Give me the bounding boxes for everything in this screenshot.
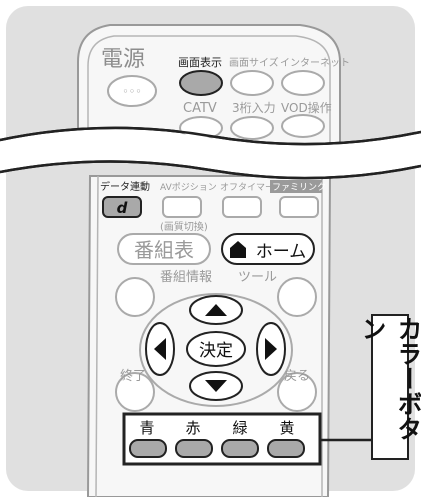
- power-button[interactable]: [107, 75, 157, 107]
- vod-button[interactable]: [281, 114, 325, 138]
- btn-label-off-timer: オフタイマー: [220, 182, 274, 193]
- data-label: データ連動: [100, 180, 150, 193]
- btn-label-catv: CATV: [183, 101, 217, 116]
- color-label-green: 緑: [232, 419, 247, 437]
- program-info-button[interactable]: [115, 277, 155, 317]
- familink-label-bg: [270, 180, 322, 193]
- btn-label-3digit: 3桁入力: [232, 101, 276, 115]
- screen-size-button[interactable]: [230, 70, 274, 96]
- data-button-d: d: [117, 199, 128, 217]
- screen-display-button[interactable]: [179, 70, 223, 96]
- red-button[interactable]: [175, 439, 213, 458]
- familink-button[interactable]: [279, 196, 319, 218]
- internet-button[interactable]: [281, 70, 325, 96]
- btn-label-screen-size: 画面サイズ: [229, 56, 279, 69]
- enter-label: 決定: [199, 341, 233, 361]
- back-label: 戻る: [284, 369, 310, 384]
- green-button[interactable]: [221, 439, 259, 458]
- color-label-blue: 青: [139, 419, 154, 437]
- color-label-yellow: 黄: [279, 419, 294, 437]
- arrow-left-icon: [154, 338, 166, 360]
- arrow-up-icon: [205, 304, 227, 316]
- btn-label-familink: ファミリンク: [272, 182, 326, 193]
- color-label-red: 赤: [185, 419, 200, 437]
- color-button-callout: カラーボタン: [358, 314, 421, 460]
- end-button[interactable]: [115, 372, 155, 412]
- yellow-button[interactable]: [267, 439, 305, 458]
- btn-label-vod: VOD操作: [281, 100, 332, 115]
- end-label: 終了: [120, 368, 146, 384]
- btn-label-av-position: AVポジション: [160, 182, 217, 193]
- program-info-label: 番組情報: [160, 270, 212, 285]
- arrow-down-icon: [205, 380, 227, 392]
- home-icon: [230, 241, 246, 258]
- enter-button[interactable]: [186, 331, 246, 367]
- screen-switch-label: (画質切換): [160, 220, 208, 233]
- program-guide-button[interactable]: [117, 233, 211, 265]
- tool-button[interactable]: [277, 277, 317, 317]
- btn-label-screen-display: 画面表示: [178, 55, 222, 69]
- program-guide-label: 番組表: [134, 238, 194, 262]
- tool-label: ツール: [238, 270, 277, 285]
- arrow-right-icon: [265, 338, 277, 360]
- callout-text: カラーボタン: [358, 316, 421, 441]
- off-timer-button[interactable]: [222, 196, 262, 218]
- home-label: ホーム: [256, 242, 307, 262]
- blue-button[interactable]: [129, 439, 167, 458]
- 3digit-button[interactable]: [230, 116, 274, 140]
- back-button[interactable]: [277, 372, 317, 412]
- power-label: 電源: [101, 47, 145, 72]
- btn-label-internet: インターネット: [280, 57, 350, 69]
- power-button-dots: ◦◦◦: [122, 85, 141, 98]
- data-button[interactable]: [102, 196, 142, 218]
- av-position-button[interactable]: [162, 196, 202, 218]
